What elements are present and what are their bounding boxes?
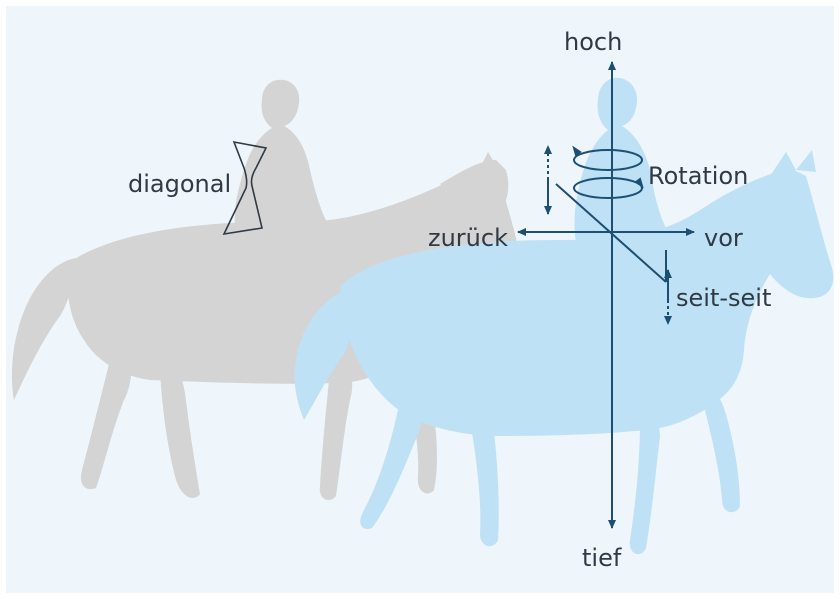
- label-hoch: hoch: [564, 30, 622, 54]
- label-rotation: Rotation: [648, 164, 748, 188]
- label-seit-seit: seit-seit: [676, 286, 771, 310]
- label-tief: tief: [582, 546, 621, 570]
- blue-horse-rider: [294, 78, 833, 554]
- label-vor: vor: [704, 226, 743, 250]
- label-zurueck: zurück: [428, 226, 508, 250]
- label-diagonal: diagonal: [128, 172, 231, 196]
